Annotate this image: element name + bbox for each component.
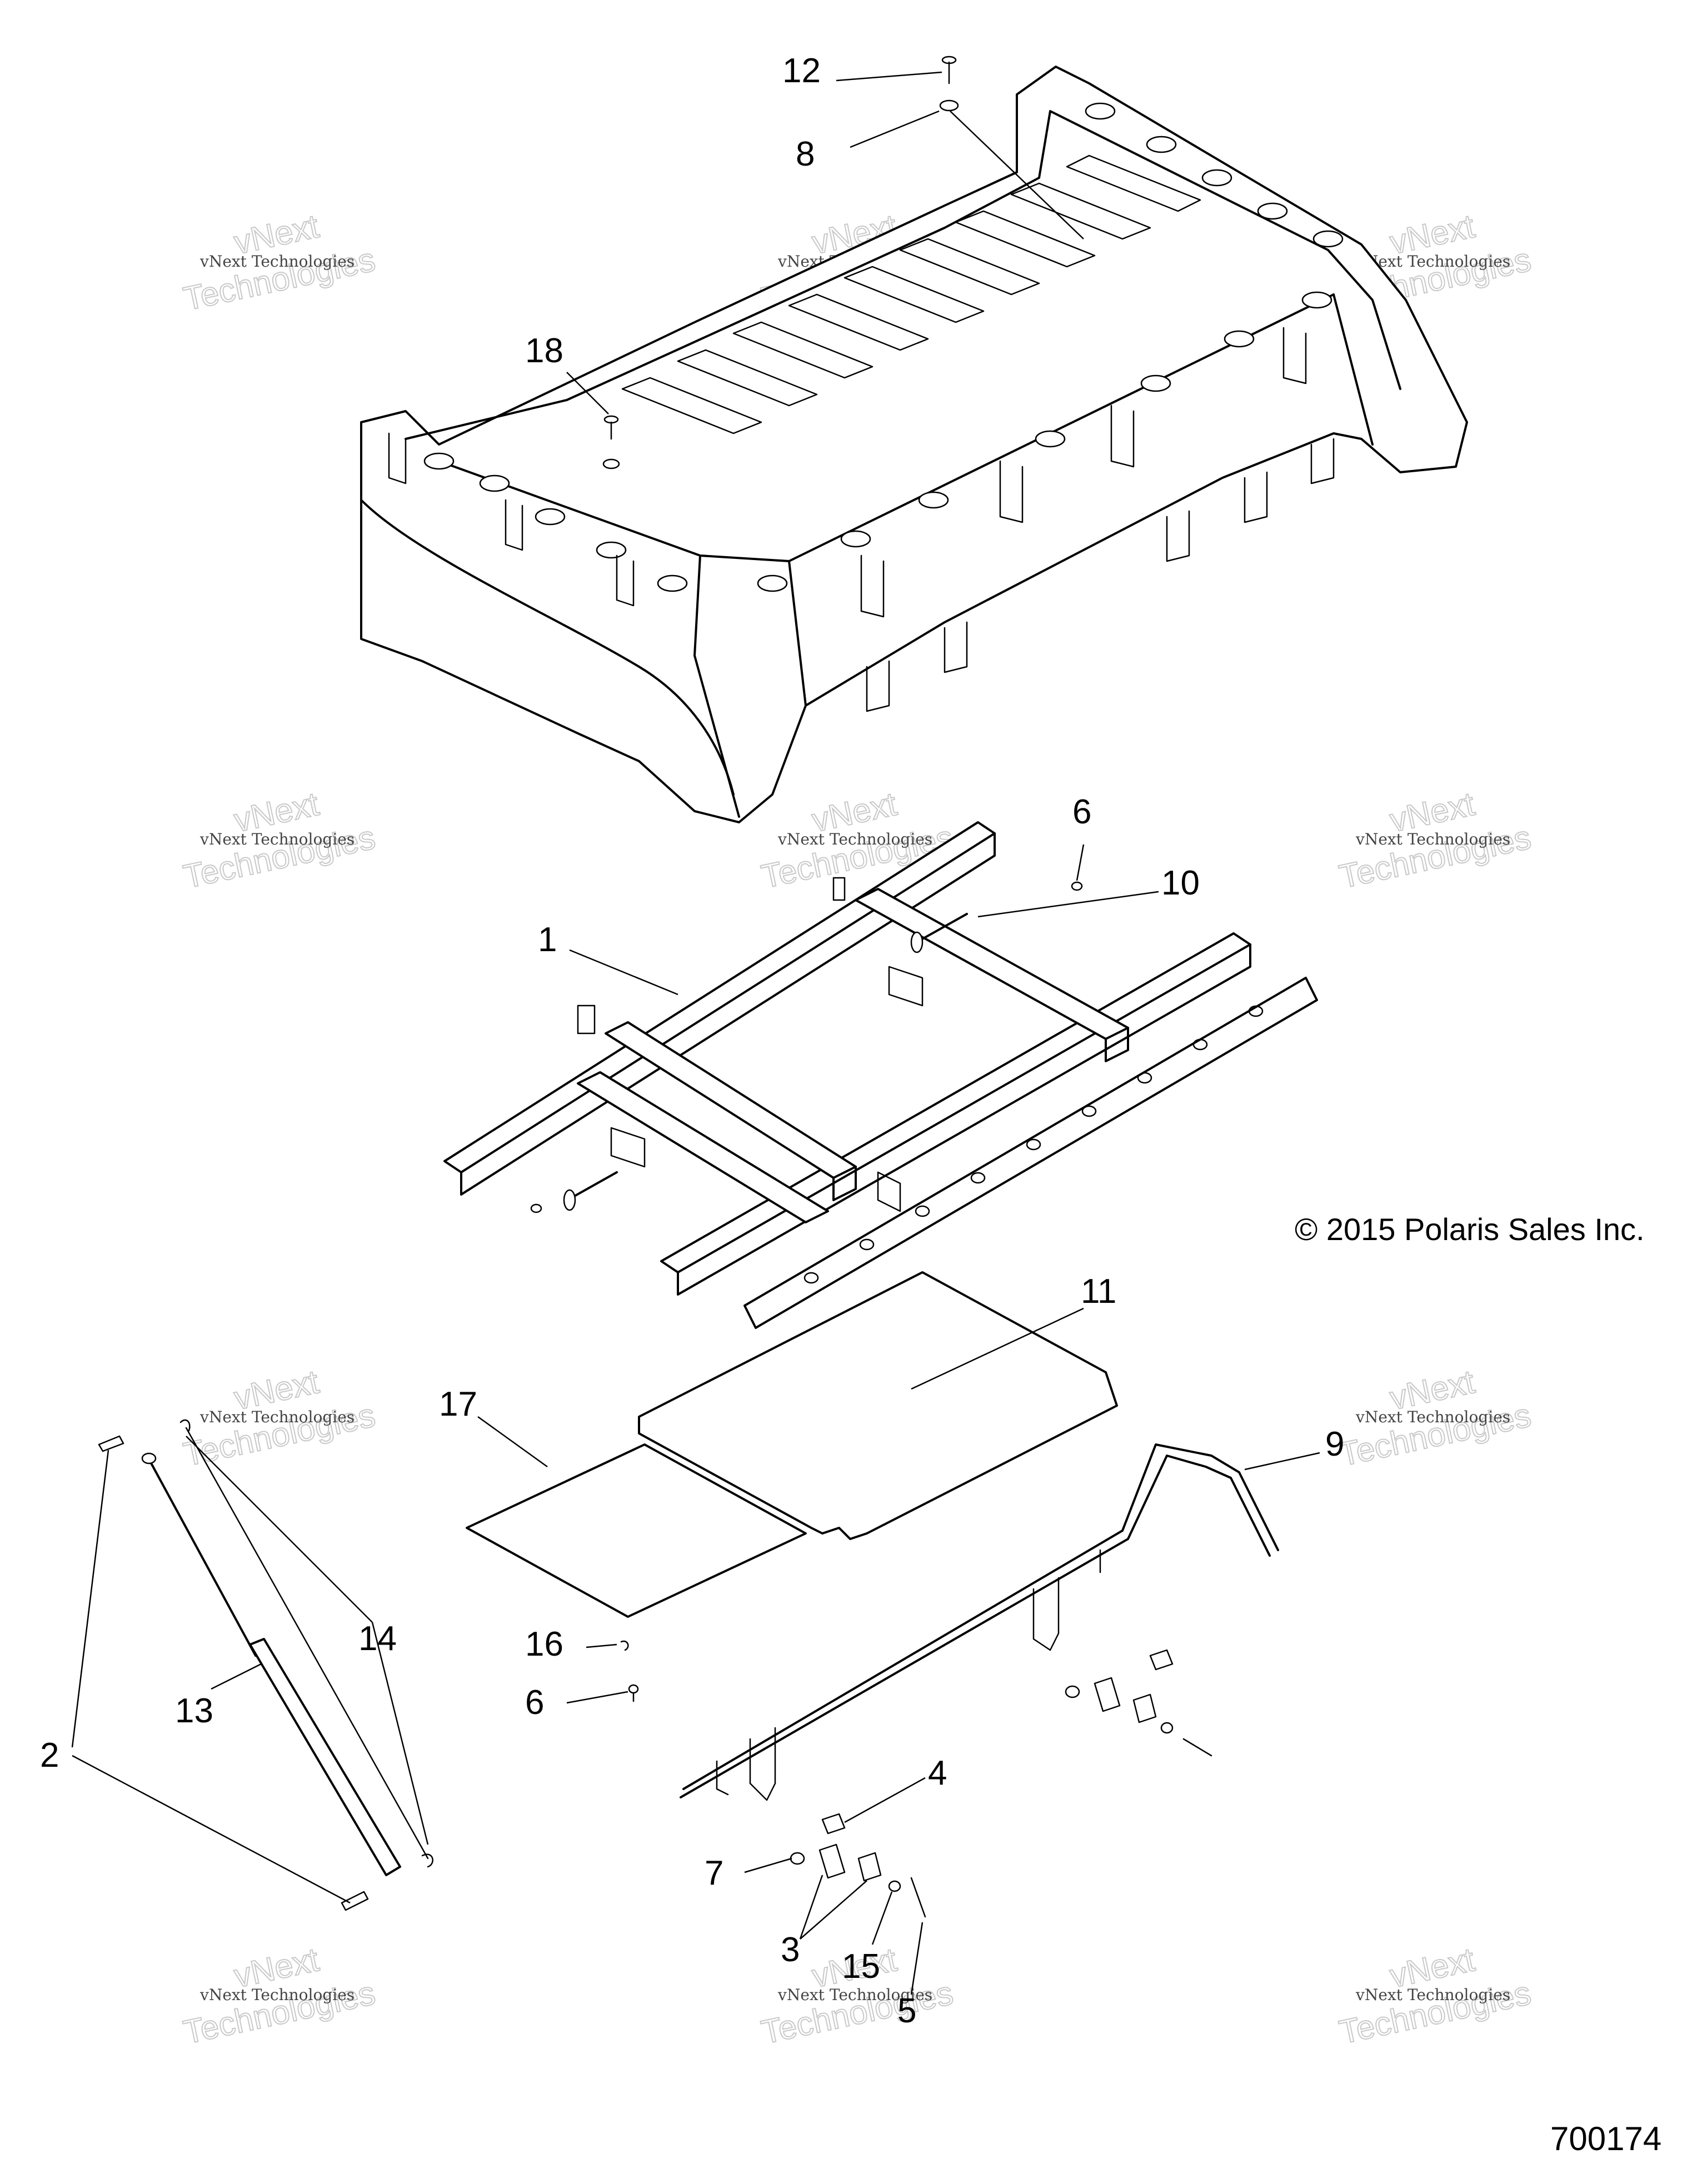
latch-hardware [790,1649,1212,1918]
svg-text:vNext Technologies: vNext Technologies [199,1986,355,2004]
panel-17 [466,1443,807,1618]
panel-11 [638,1271,1118,1540]
latch-3a [818,1843,846,1879]
svg-text:vNext Technologies: vNext Technologies [777,830,932,848]
latch-pin-4 [821,1813,846,1835]
callout-1: 1 [538,921,557,959]
washer-8 [939,99,959,112]
svg-text:vNext Technologies: vNext Technologies [1355,830,1510,848]
bolt-5 [910,1877,926,1918]
svg-text:vNext Technologies: vNext Technologies [199,1408,355,1426]
pin-10 [910,913,968,953]
screw-18 [602,415,620,469]
latch-3b [857,1852,882,1882]
copyright-text: © 2015 Polaris Sales Inc. [1295,1212,1645,1247]
callout-11: 11 [1081,1272,1116,1311]
callout-2: 2 [40,1736,59,1775]
callout-9: 9 [1325,1425,1344,1463]
callout-13: 13 [175,1692,213,1730]
pin-2-upper [98,1435,124,1452]
callout-6: 6 [1072,793,1091,831]
pin-10-lower [563,1171,618,1211]
callout-10: 10 [1161,864,1200,902]
watermark: Technologies vNext vNext Technologies [757,784,957,896]
callout-8: 8 [796,135,815,173]
callout-14: 14 [358,1620,397,1658]
clip-6-lower [530,1203,542,1213]
clip-16 [620,1640,629,1651]
gas-strut-13 [141,1452,401,1876]
watermark: Technologies vNext vNext Technologies [179,784,379,896]
callout-3: 3 [781,1931,800,1969]
callout-labels: 12 8 18 6 10 1 11 17 9 14 13 16 6 2 4 7 … [40,52,1344,2030]
tailgate-bar [680,1443,1279,1801]
svg-text:vNext Technologies: vNext Technologies [199,252,355,271]
underside-supports [866,438,1335,712]
watermark: Technologies vNext vNext Technologies [1335,1940,1535,2052]
callout-4: 4 [928,1754,947,1792]
callout-18: 18 [525,332,563,370]
frame-holes [803,1005,1264,1284]
callout-16: 16 [525,1625,563,1663]
callout-7: 7 [705,1854,723,1892]
bed-frame [443,821,1318,1329]
watermark: Technologies vNext vNext Technologies [179,1940,379,2052]
pin-2-lower [341,1891,369,1911]
clip-6-upper [1071,881,1083,891]
tie-down-holes [423,102,1344,592]
screw-6 [628,1684,639,1702]
callout-12: 12 [782,52,821,90]
watermark: Technologies vNext vNext Technologies [179,207,379,318]
svg-text:vNext Technologies: vNext Technologies [777,1986,932,2004]
cable-14 [179,1419,433,1868]
svg-text:vNext Technologies: vNext Technologies [1355,1408,1510,1426]
washer-15 [888,1880,901,1892]
callout-15: 15 [842,1947,880,1986]
watermark: Technologies vNext vNext Technologies [179,1362,379,1474]
callout-5: 5 [897,1992,916,2030]
watermark: Technologies vNext vNext Technologies [1335,1362,1535,1474]
svg-text:vNext Technologies: vNext Technologies [199,830,355,848]
watermark: Technologies vNext vNext Technologies [1335,784,1535,896]
leader-lines [71,71,1320,1995]
nut-7 [790,1852,805,1865]
hook-brackets [388,327,1307,618]
callout-17: 17 [439,1385,477,1423]
callout-6: 6 [525,1683,544,1722]
cargo-box [360,66,1468,823]
screw-12 [941,56,957,84]
svg-text:vNext Technologies: vNext Technologies [1355,1986,1510,2004]
plate-number: 700174 [1550,2120,1661,2157]
